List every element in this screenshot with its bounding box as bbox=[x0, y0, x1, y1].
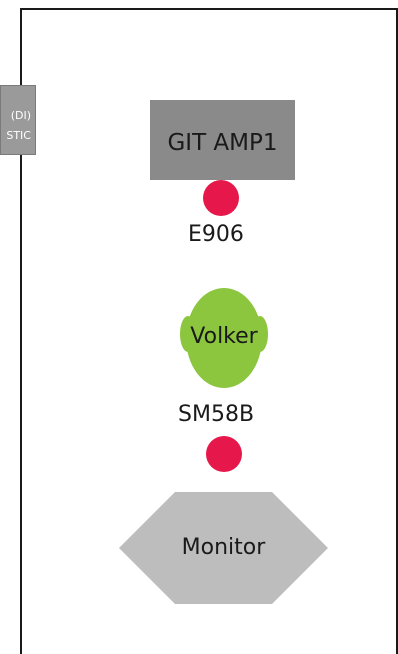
performer: Volker bbox=[178, 288, 270, 388]
performer-label: Volker bbox=[190, 324, 258, 349]
mic-e906-label: E906 bbox=[188, 222, 244, 247]
guitar-amp-box: GIT AMP1 bbox=[150, 100, 295, 180]
stage-outline bbox=[20, 8, 398, 654]
di-box-label-line2: STIC bbox=[6, 129, 31, 142]
mic-e906-icon bbox=[203, 180, 239, 216]
monitor-wedge: Monitor bbox=[119, 492, 328, 604]
performer-icon bbox=[180, 288, 268, 388]
monitor-label: Monitor bbox=[181, 535, 266, 560]
guitar-amp-label: GIT AMP1 bbox=[167, 130, 278, 156]
di-box: (DI) STIC bbox=[0, 85, 36, 155]
mic-sm58b-icon bbox=[206, 436, 242, 472]
mic-sm58b-label: SM58B bbox=[178, 402, 255, 427]
di-box-label-line1: (DI) bbox=[10, 109, 31, 122]
monitor-icon bbox=[119, 492, 328, 604]
